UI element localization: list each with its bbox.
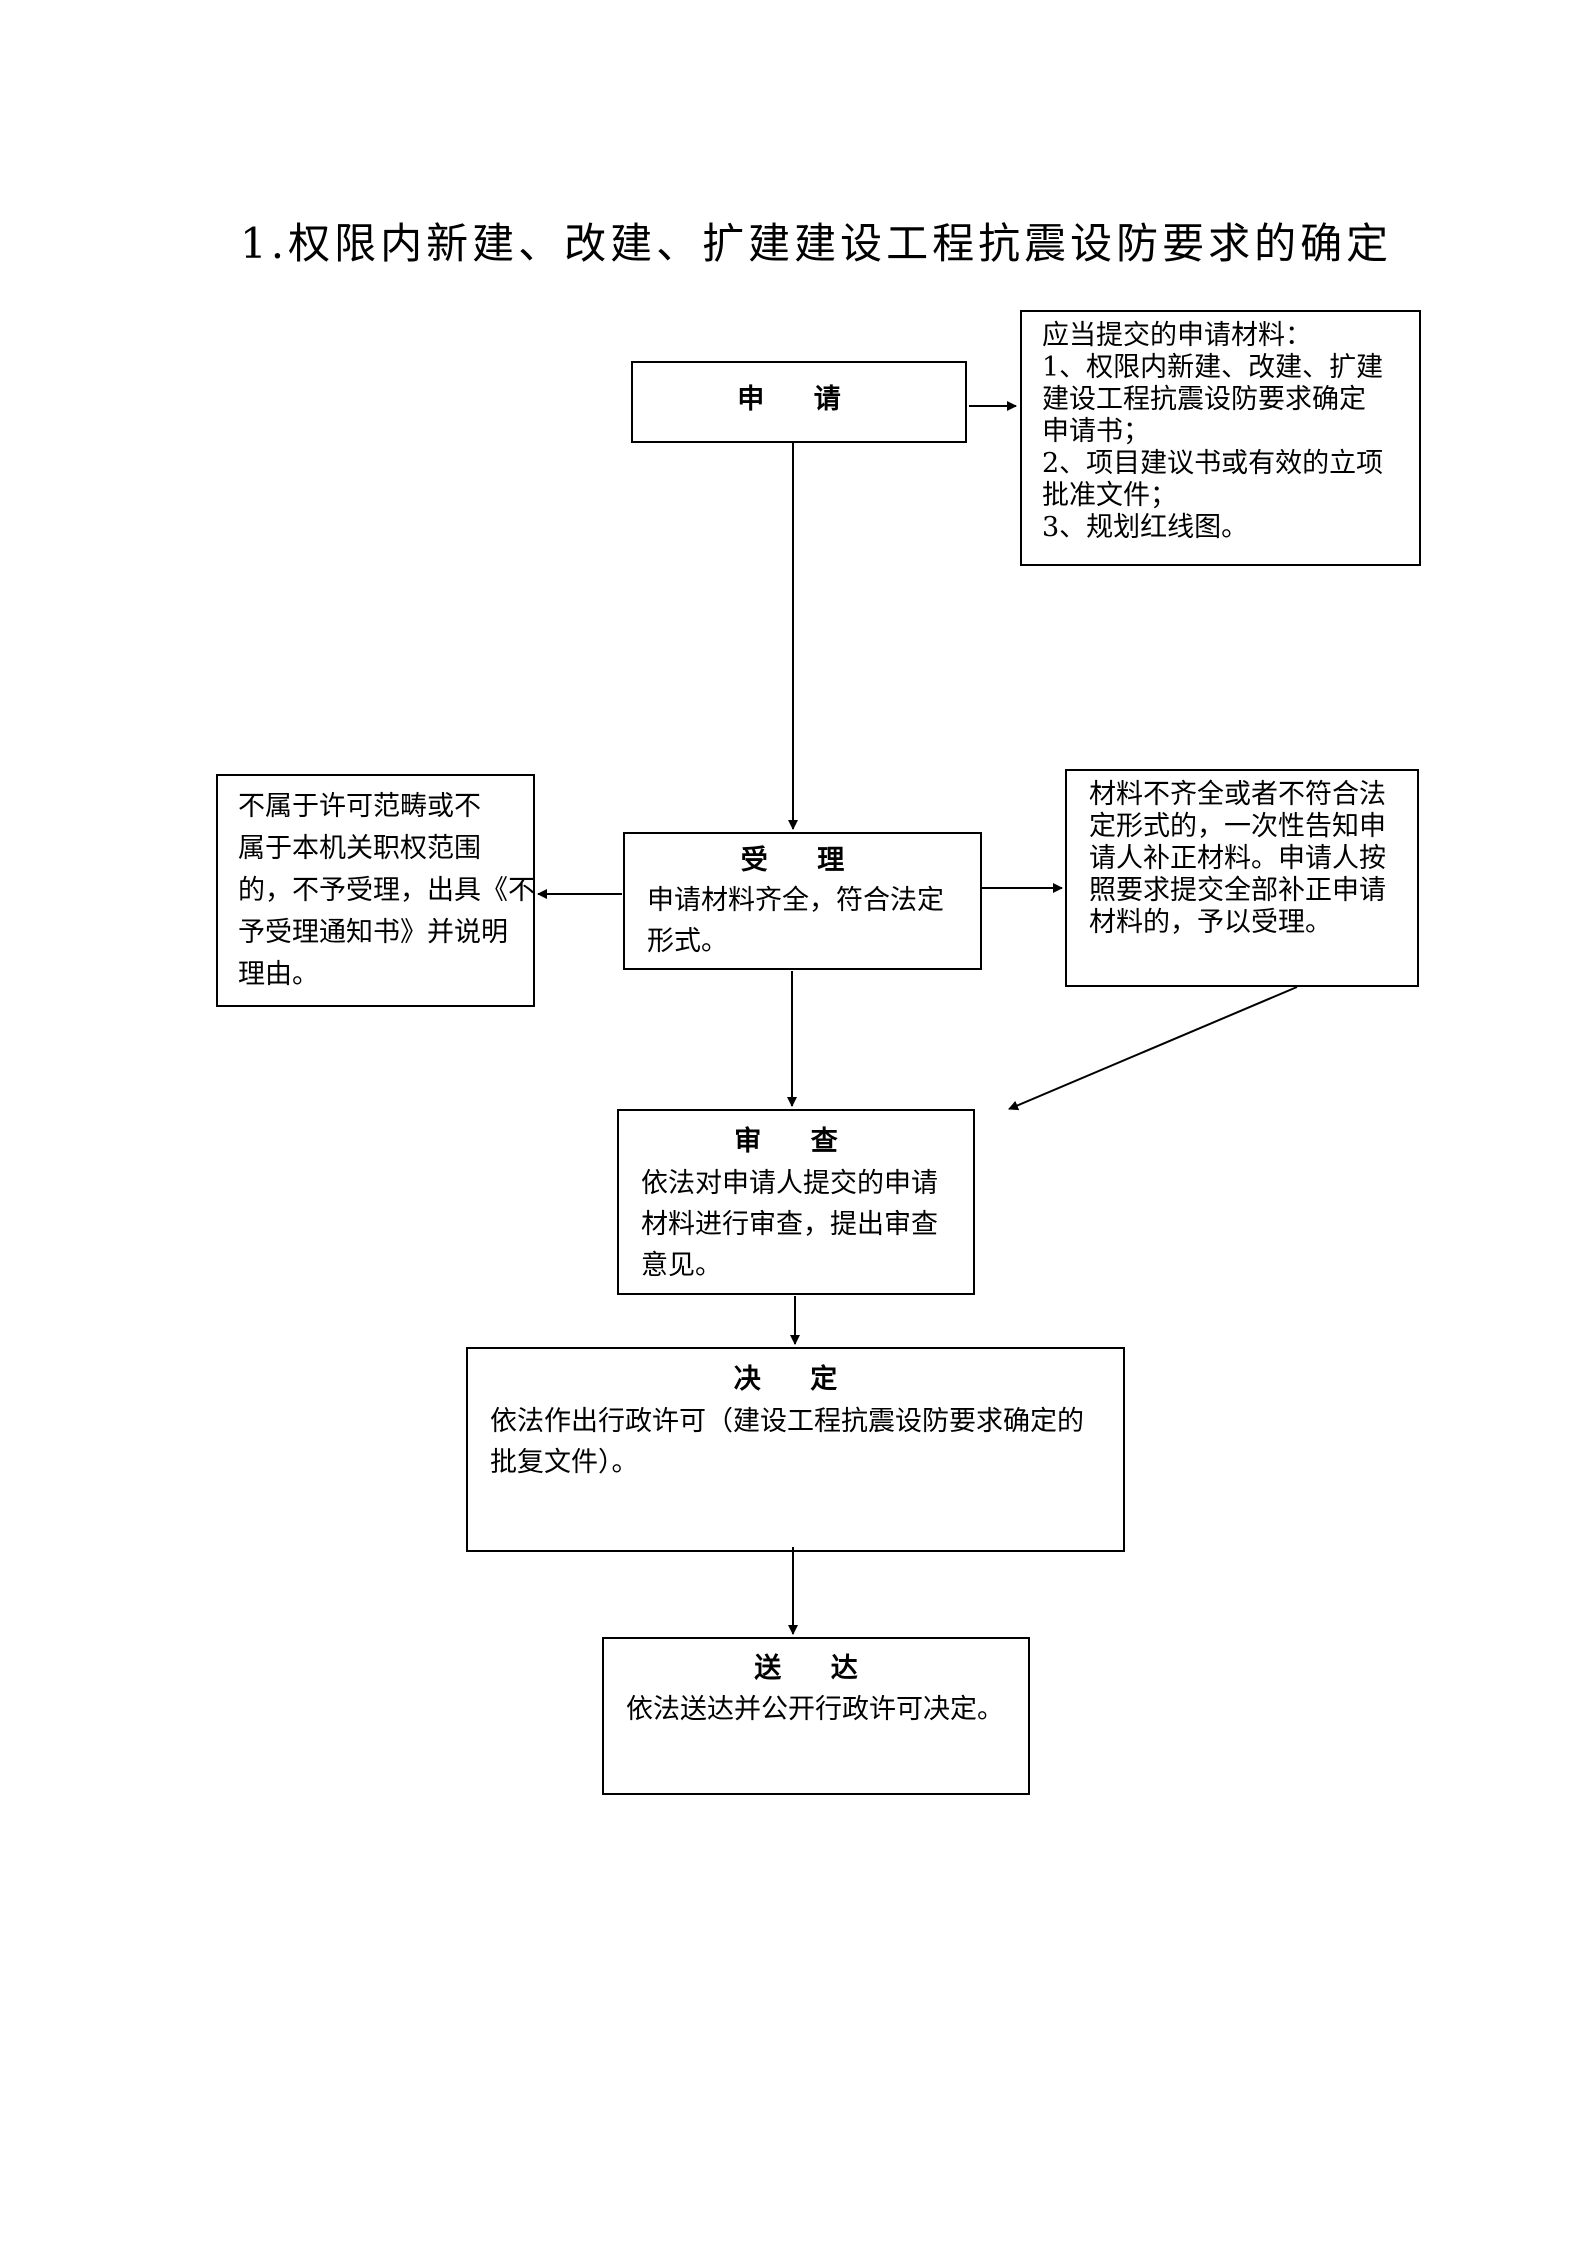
reject-line: 的，不予受理，出具《不 [238,875,535,906]
accept-box: 受 理 申请材料齐全，符合法定 形式。 [623,832,982,970]
reject-line: 不属于许可范畴或不 [238,791,481,822]
reject-line: 予受理通知书》并说明 [238,917,508,948]
decide-line: 批复文件）。 [490,1447,639,1478]
materials-line: 申请书； [1042,416,1150,447]
supplement-line: 材料的，予以受理。 [1089,907,1332,938]
apply-title: 申 请 [737,384,861,415]
accept-line: 形式。 [647,926,728,957]
review-line: 意见。 [641,1250,722,1281]
materials-line: 2、项目建议书或有效的立项 [1042,448,1384,479]
review-box: 审 查 依法对申请人提交的申请 材料进行审查，提出审查 意见。 [617,1109,975,1295]
review-line: 依法对申请人提交的申请 [641,1168,938,1199]
accept-title: 受 理 [740,845,865,876]
deliver-title: 送 达 [754,1653,878,1684]
materials-line: 应当提交的申请材料： [1042,320,1312,351]
supplement-line: 定形式的，一次性告知申 [1089,811,1386,842]
apply-box: 申 请 [631,361,967,443]
reject-line: 属于本机关职权范围 [238,833,481,864]
decide-box: 决 定 依法作出行政许可（建设工程抗震设防要求确定的 批复文件）。 [466,1347,1125,1552]
deliver-box: 送 达 依法送达并公开行政许可决定。 [602,1637,1030,1795]
arrow-supplement-to-review [1008,986,1298,1111]
decide-line: 依法作出行政许可（建设工程抗震设防要求确定的 [490,1406,1084,1437]
review-title: 审 查 [734,1126,858,1157]
materials-line: 3、规划红线图。 [1042,512,1249,543]
supplement-line: 材料不齐全或者不符合法 [1089,779,1386,810]
decide-title: 决 定 [733,1364,858,1395]
supplement-line: 照要求提交全部补正申请 [1089,875,1386,906]
reject-box: 不属于许可范畴或不 属于本机关职权范围 的，不予受理，出具《不 予受理通知书》并… [216,774,535,1007]
supplement-box: 材料不齐全或者不符合法 定形式的，一次性告知申 请人补正材料。申请人按 照要求提… [1065,769,1419,987]
materials-box: 应当提交的申请材料： 1、权限内新建、改建、扩建 建设工程抗震设防要求确定 申请… [1020,310,1421,566]
accept-line: 申请材料齐全，符合法定 [647,885,944,916]
page-title: 1.权限内新建、改建、扩建建设工程抗震设防要求的确定 [240,219,1393,268]
materials-line: 批准文件； [1042,480,1177,511]
materials-line: 建设工程抗震设防要求确定 [1042,384,1366,415]
deliver-line: 依法送达并公开行政许可决定。 [626,1694,1004,1725]
review-line: 材料进行审查，提出审查 [641,1209,938,1240]
reject-line: 理由。 [238,959,319,990]
materials-line: 1、权限内新建、改建、扩建 [1042,352,1384,383]
supplement-line: 请人补正材料。申请人按 [1089,843,1386,874]
